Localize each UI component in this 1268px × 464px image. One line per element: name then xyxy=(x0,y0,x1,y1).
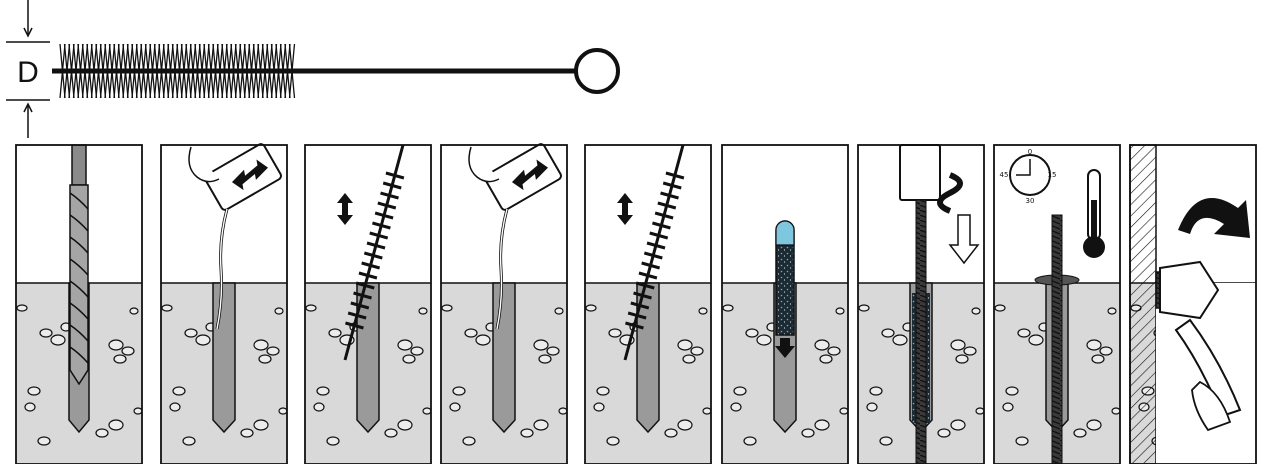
cleaning-brush-icon xyxy=(52,43,620,99)
brush-diameter-header: D xyxy=(6,0,620,138)
wrench-icon xyxy=(1155,260,1242,432)
up-down-arrow-icon xyxy=(337,193,353,225)
clock-label-bottom: 30 xyxy=(1026,197,1035,205)
up-down-arrow-icon xyxy=(617,193,633,225)
step-panel-insert-rod xyxy=(857,144,985,464)
drill-bit-icon xyxy=(69,144,89,386)
step-panel-blow-out-2 xyxy=(440,143,568,464)
dimension-label: D xyxy=(17,56,39,89)
clock-label-top: 0 xyxy=(1028,148,1032,156)
steps-row: 0 15 30 45 xyxy=(15,143,1257,464)
blow-pump-icon xyxy=(468,143,562,330)
rotate-down-arrow-icon xyxy=(937,172,980,265)
resin-capsule-icon xyxy=(775,220,795,358)
clock-icon: 0 15 30 45 xyxy=(1000,148,1057,205)
dimension-marker xyxy=(6,0,50,138)
rotate-arrow-icon xyxy=(1178,197,1250,238)
threaded-rod-icon xyxy=(899,144,941,464)
step-panel-blow-out-1 xyxy=(160,143,288,464)
step-panel-cure: 0 15 30 45 xyxy=(993,144,1121,464)
step-panel-brush-2 xyxy=(584,144,712,464)
clock-label-right: 15 xyxy=(1048,171,1057,179)
brush-icon xyxy=(623,144,685,361)
brush-icon xyxy=(343,144,405,361)
blow-pump-icon xyxy=(188,143,282,330)
step-panel-brush-1 xyxy=(304,144,432,464)
step-panel-inject-resin xyxy=(721,144,849,464)
threaded-rod-icon xyxy=(1034,214,1080,464)
step-panel-drill xyxy=(15,144,143,464)
thermometer-icon xyxy=(1083,169,1105,258)
step-panel-tighten xyxy=(1129,144,1257,464)
clock-label-left: 45 xyxy=(1000,171,1009,179)
